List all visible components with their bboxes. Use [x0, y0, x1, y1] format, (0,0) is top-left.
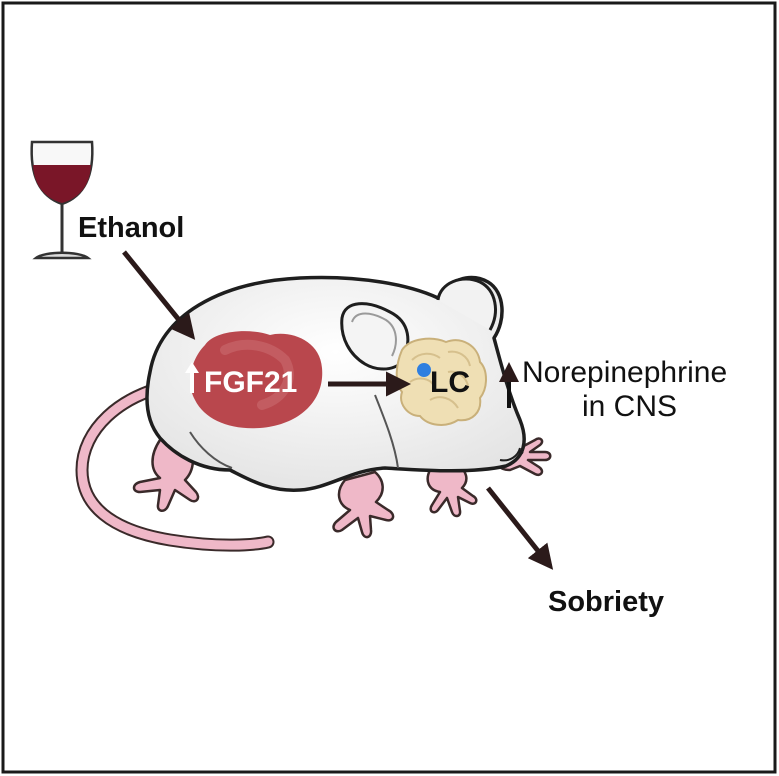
ethanol-label: Ethanol	[78, 212, 185, 244]
in-cns-label: in CNS	[582, 390, 678, 423]
lc-dot	[417, 363, 431, 377]
arrow-to-sobriety	[486, 486, 554, 570]
liver-organ	[190, 331, 323, 429]
sobriety-label: Sobriety	[548, 586, 665, 618]
lc-label: LC	[430, 366, 470, 399]
norepinephrine-label: Norepinephrine	[522, 356, 728, 389]
mouse-ear-back	[436, 277, 497, 331]
arrow-ethanol-to-liver	[122, 250, 196, 340]
fgf21-label: FGF21	[204, 366, 298, 399]
wine-glass-icon	[30, 140, 94, 260]
